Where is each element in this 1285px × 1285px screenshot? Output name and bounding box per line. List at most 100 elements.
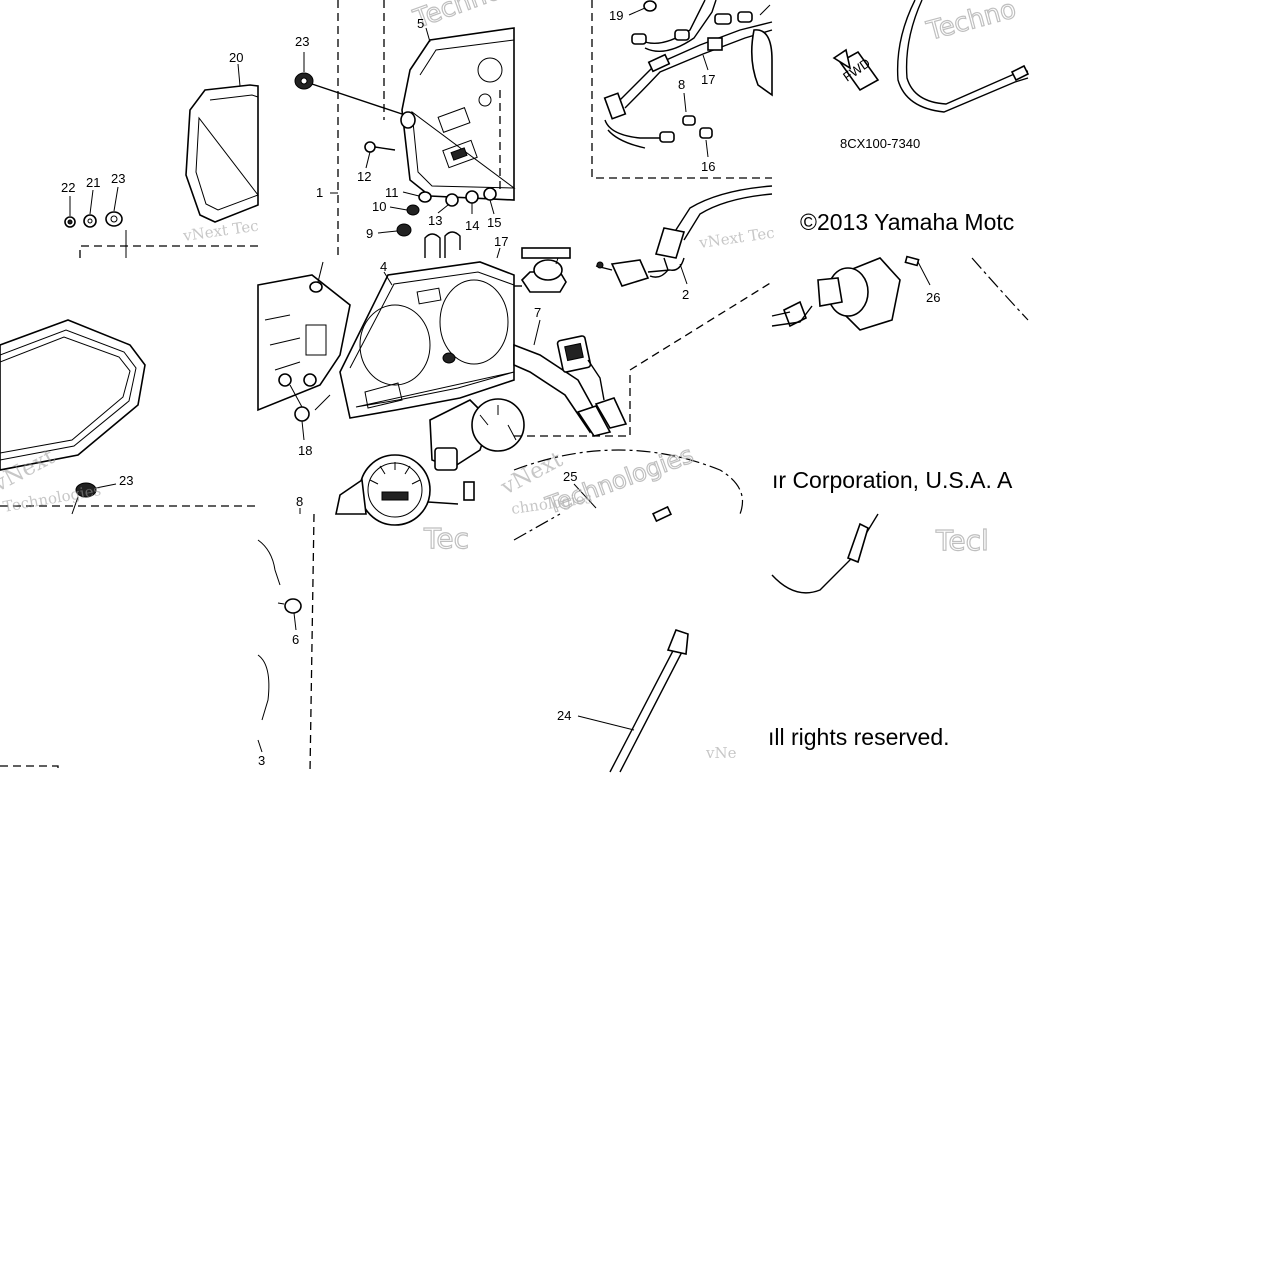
watermark-vnext-tec-g: vNext Tec bbox=[697, 224, 776, 253]
fwd-arrow bbox=[838, 50, 880, 92]
leader-17-b bbox=[555, 257, 559, 265]
lens-frame-inner bbox=[195, 94, 259, 211]
callout-23-lower: 23 bbox=[119, 473, 133, 488]
indicator-slot bbox=[416, 287, 442, 305]
cable-end-24 bbox=[666, 629, 689, 655]
leader-17-center bbox=[496, 247, 501, 259]
callout-3: 3 bbox=[258, 753, 265, 768]
callout-23-left: 23 bbox=[111, 171, 125, 186]
gauge-outline-fragment bbox=[257, 539, 281, 586]
gauge-hole-a bbox=[477, 57, 503, 83]
grommet-15 bbox=[483, 187, 497, 201]
harness-lead bbox=[587, 359, 605, 401]
tile-right-bottom: Tecl ıll rights reserved. bbox=[768, 513, 989, 750]
mount-rod bbox=[311, 83, 406, 116]
harness-clip bbox=[647, 53, 671, 73]
speedo-cable-24 bbox=[609, 644, 677, 773]
cable-clip bbox=[651, 505, 673, 523]
harness-wire-c bbox=[619, 21, 773, 101]
callout-11: 11 bbox=[385, 185, 399, 200]
bulb-6 bbox=[284, 598, 302, 614]
gauge-opening-right bbox=[439, 279, 509, 365]
screw-12 bbox=[364, 141, 376, 153]
wire-harness-7 bbox=[513, 343, 601, 434]
tile-rc-middle: chnologies Technologies bbox=[510, 257, 773, 541]
leader-18-b bbox=[289, 384, 303, 408]
route-arc-k bbox=[971, 257, 1029, 321]
bulb-8 bbox=[682, 115, 696, 126]
bulb-6-base bbox=[277, 602, 285, 605]
bulb-19 bbox=[643, 0, 657, 12]
callout-14: 14 bbox=[465, 218, 479, 233]
tile-center-middle: vNext bbox=[257, 261, 567, 526]
tile-left-bottom bbox=[0, 765, 59, 772]
callout-9: 9 bbox=[366, 226, 373, 241]
leader-bracket bbox=[317, 261, 324, 283]
meter-housing-upper-inner bbox=[411, 39, 516, 189]
harness-tape-a bbox=[576, 405, 612, 437]
bracket-plate bbox=[305, 324, 327, 356]
callout-19: 19 bbox=[609, 8, 623, 23]
switch-body bbox=[610, 259, 650, 287]
bracket-grommet bbox=[309, 281, 323, 293]
lens-frame bbox=[185, 84, 259, 223]
tile-rc-top: vNext Tec bbox=[521, 0, 776, 259]
lens-gasket bbox=[0, 319, 146, 471]
nut-11 bbox=[418, 191, 432, 203]
speedo-ticks bbox=[369, 462, 421, 485]
lens-gasket-inner-2 bbox=[0, 336, 131, 454]
callout-21: 21 bbox=[86, 175, 100, 190]
harness-tape-b bbox=[594, 397, 628, 429]
callout-17-center: 17 bbox=[494, 234, 508, 249]
tile-rc-bottom: vNe bbox=[577, 629, 737, 773]
callout-26: 26 bbox=[926, 290, 940, 305]
speedo-bulb bbox=[463, 481, 475, 501]
spacer-26 bbox=[904, 255, 920, 267]
odometer bbox=[381, 491, 409, 501]
leader-12 bbox=[365, 151, 371, 169]
clutch-cable bbox=[896, 0, 1029, 113]
callout-labels: 20 22 21 23 23 23 5 12 1 11 10 9 13 14 1… bbox=[61, 8, 940, 768]
leader-23 bbox=[113, 186, 119, 212]
bolt-9 bbox=[396, 223, 412, 237]
callout-5: 5 bbox=[417, 16, 424, 31]
leader-18 bbox=[301, 420, 305, 441]
callout-20: 20 bbox=[229, 50, 243, 65]
switch-pin bbox=[596, 261, 604, 269]
harness-wire-b bbox=[644, 0, 717, 52]
callout-8-top: 8 bbox=[678, 77, 685, 92]
bulb-17 bbox=[533, 259, 563, 281]
damper-23-lower bbox=[75, 482, 97, 498]
cable-route-arc bbox=[513, 449, 744, 515]
socket-c bbox=[714, 13, 732, 25]
watermark-techno-j: Techno bbox=[923, 0, 1019, 47]
bracket-bolt-2 bbox=[303, 373, 317, 387]
callout-23-top: 23 bbox=[295, 34, 309, 49]
meter-bracket bbox=[257, 274, 351, 412]
speed-sensor-nut bbox=[817, 277, 843, 307]
leader-9 bbox=[377, 230, 398, 234]
leader-19 bbox=[628, 7, 646, 16]
leader-20 bbox=[237, 63, 241, 87]
sensor-fitting bbox=[782, 300, 808, 328]
leader-2 bbox=[679, 263, 688, 285]
harness-wire-f bbox=[607, 129, 646, 149]
damper-23 bbox=[105, 211, 123, 227]
leader-23-lower bbox=[95, 483, 117, 489]
meter-case bbox=[339, 261, 515, 419]
socket-b bbox=[674, 29, 690, 41]
indicator-window bbox=[364, 382, 403, 409]
clutch-cable-b bbox=[905, 0, 1029, 105]
harness-coupler-fill bbox=[564, 342, 584, 362]
gauge-outline-fragment-2 bbox=[257, 654, 270, 721]
callout-13: 13 bbox=[428, 213, 442, 228]
screw-12-shaft bbox=[374, 146, 396, 151]
bulb-socket-center bbox=[521, 247, 571, 259]
callout-1: 1 bbox=[316, 185, 323, 200]
harness-grommet bbox=[750, 29, 773, 97]
tile-right-middle: ır Corporation, U.S.A. A bbox=[771, 255, 1029, 493]
lens-gasket-inner bbox=[0, 329, 137, 461]
part-code: 8CX100-7340 bbox=[840, 136, 920, 151]
speedo-screw bbox=[427, 501, 459, 505]
